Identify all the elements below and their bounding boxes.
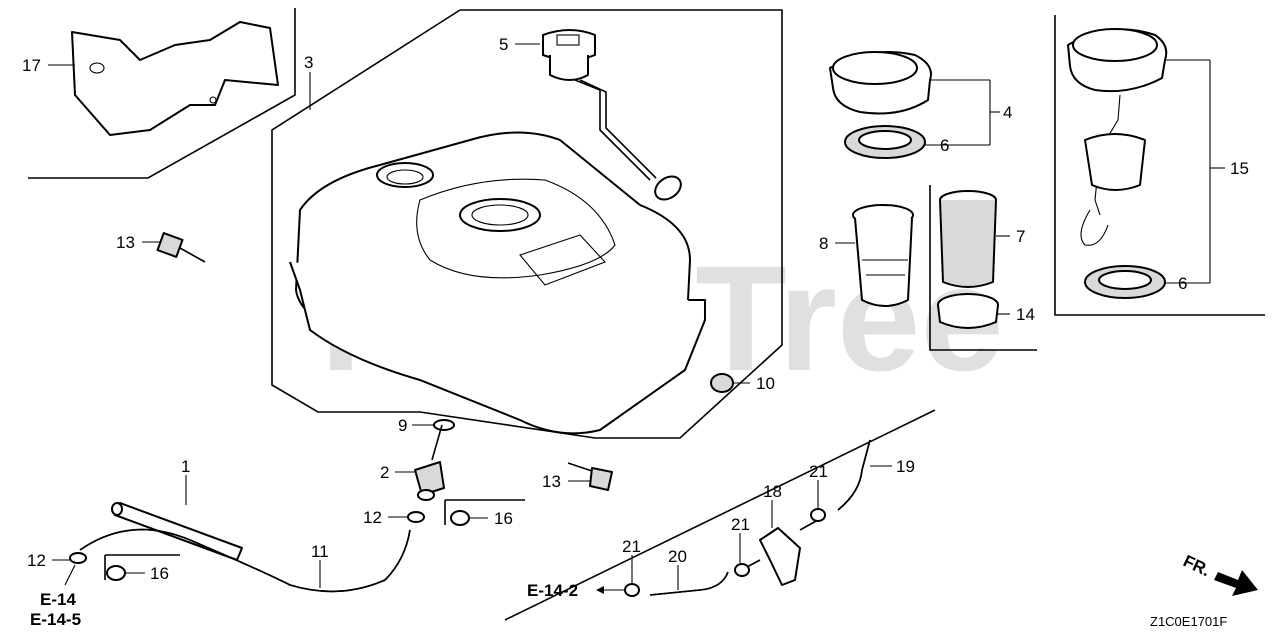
callout-2: 2 <box>380 463 389 482</box>
front-direction-indicator: FR. <box>1180 551 1258 596</box>
clip-part-12a <box>407 511 425 523</box>
clip-part-21a <box>624 583 640 597</box>
callout-3: 3 <box>304 53 313 72</box>
callout-21a: 21 <box>622 537 641 556</box>
callout-12b: 12 <box>27 551 46 570</box>
bracket-part-17 <box>71 21 279 136</box>
hose-part-20 <box>649 571 729 596</box>
clip-part-21c <box>810 508 826 522</box>
strainer-part-8 <box>852 204 914 307</box>
ring-part-14 <box>937 293 999 329</box>
nut-part-10 <box>710 373 734 393</box>
fuel-gauge-part-5 <box>542 29 682 201</box>
front-arrow-icon <box>1214 570 1258 596</box>
ref-e14-2: E-14-2 <box>527 581 578 600</box>
callout-11: 11 <box>311 542 329 561</box>
callout-6a: 6 <box>940 136 949 155</box>
filter-part-7 <box>939 190 997 288</box>
callout-10: 10 <box>756 374 775 393</box>
washer-part-9 <box>433 419 455 431</box>
callout-13a: 13 <box>116 233 135 252</box>
callout-14: 14 <box>1016 305 1035 324</box>
cap-assembly-part-15 <box>1067 28 1168 246</box>
callout-5: 5 <box>499 35 508 54</box>
seal-part-6b <box>1084 265 1166 299</box>
callout-17: 17 <box>22 56 41 75</box>
fuel-hose-part-1 <box>111 502 243 561</box>
clip-part-12b <box>69 552 87 564</box>
ref-e14-5: E-14-5 <box>30 610 81 629</box>
callout-4: 4 <box>1003 103 1012 122</box>
callout-1: 1 <box>181 457 190 476</box>
callout-12a: 12 <box>363 508 382 527</box>
group-outlines <box>28 8 1265 621</box>
callout-13b: 13 <box>542 472 561 491</box>
hose-part-19 <box>837 439 871 511</box>
callout-15: 15 <box>1230 159 1249 178</box>
callout-21b: 21 <box>731 515 750 534</box>
ref-e14: E-14 <box>40 590 76 609</box>
seal-part-6a <box>844 125 926 159</box>
callout-16b: 16 <box>150 564 169 583</box>
fuel-cock-part-18 <box>744 519 819 586</box>
callout-21c: 21 <box>809 462 828 481</box>
bolt-part-13a <box>156 232 206 263</box>
tube-part-11 <box>79 528 411 593</box>
front-label: FR. <box>1180 551 1213 580</box>
diagram-code: Z1C0E1701F <box>1150 614 1227 629</box>
callout-16a: 16 <box>494 509 513 528</box>
fuel-valve-part-2 <box>414 424 445 501</box>
clip-part-21b <box>734 563 750 577</box>
callout-6b: 6 <box>1178 274 1187 293</box>
fuel-tank-part-3 <box>289 131 706 435</box>
callouts: 17 3 5 4 6 15 6 8 7 14 13 10 9 2 13 12 1… <box>22 35 1249 583</box>
callout-18: 18 <box>763 482 782 501</box>
clamp-part-16a <box>450 510 470 526</box>
callout-9: 9 <box>398 416 407 435</box>
callout-19: 19 <box>896 457 915 476</box>
leader-lines <box>48 43 1225 591</box>
clamp-part-16b <box>106 565 126 581</box>
callout-20: 20 <box>668 547 687 566</box>
bolt-part-13b <box>567 462 613 491</box>
callout-8: 8 <box>819 234 828 253</box>
callout-7: 7 <box>1016 227 1025 246</box>
fuel-cap-part-4 <box>829 50 932 115</box>
cross-references: E-14 E-14-5 E-14-2 <box>30 581 604 629</box>
